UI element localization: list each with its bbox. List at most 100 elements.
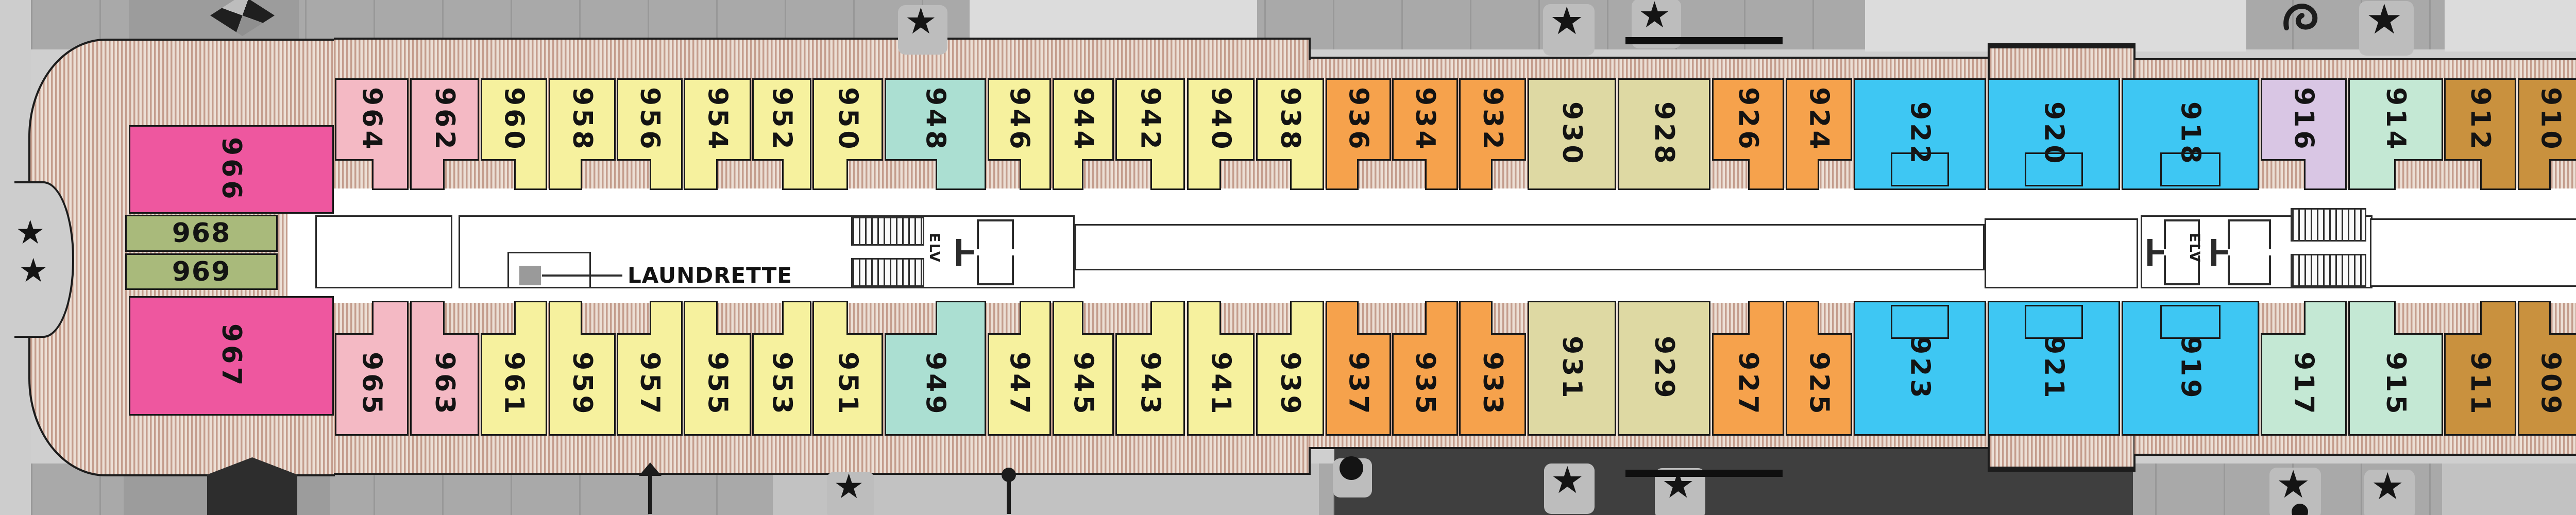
cabin-955[interactable]: 955 [684, 333, 751, 436]
cabin-number: 916 [2288, 87, 2319, 152]
antenna-arrow-icon [639, 462, 662, 476]
cabin-930[interactable]: 930 [1528, 78, 1616, 190]
cabin-941[interactable]: 941 [1187, 333, 1255, 436]
cabin-920[interactable]: 920 [1988, 78, 2120, 190]
cabin-957[interactable]: 957 [617, 333, 683, 436]
cabin-953[interactable]: 953 [752, 333, 811, 436]
cabin-number: 937 [1343, 352, 1374, 417]
icon-backing [2364, 470, 2415, 515]
fwd-stairs [2291, 208, 2366, 287]
cabin-934[interactable]: 934 [1392, 78, 1458, 161]
cabin-946[interactable]: 946 [988, 78, 1051, 161]
cabin-923[interactable]: 923 [1854, 301, 1986, 436]
cabin-932[interactable]: 932 [1459, 78, 1526, 161]
cabin-925[interactable]: 925 [1786, 333, 1852, 436]
cabin-number: 930 [1556, 101, 1587, 167]
cabin-921[interactable]: 921 [1988, 301, 2120, 436]
cabin-927[interactable]: 927 [1712, 333, 1784, 436]
cabin-959[interactable]: 959 [549, 333, 616, 436]
cabin-924[interactable]: 924 [1786, 78, 1852, 161]
fwd-elevator-handle-2-stem [2216, 250, 2228, 254]
cabin-966[interactable]: 966 [129, 125, 334, 214]
cabin-950-entry [812, 159, 848, 190]
cabin-918[interactable]: 918 [2122, 78, 2259, 190]
cabin-number: 926 [1733, 87, 1764, 152]
cabin-909[interactable]: 909 [2518, 333, 2576, 436]
cabin-912[interactable]: 912 [2444, 78, 2516, 161]
cabin-number: 954 [702, 87, 733, 152]
cabin-number: 931 [1556, 335, 1587, 401]
cabin-960[interactable]: 960 [481, 78, 547, 161]
cabin-number: 956 [634, 87, 665, 152]
bulwark-bar [1625, 37, 1783, 44]
cabin-952[interactable]: 952 [752, 78, 811, 161]
cabin-947[interactable]: 947 [988, 333, 1051, 436]
cabin-956[interactable]: 956 [617, 78, 683, 161]
cabin-958[interactable]: 958 [549, 78, 616, 161]
cabin-number: 944 [1067, 87, 1099, 152]
cabin-number: 951 [832, 352, 863, 417]
cabin-929[interactable]: 929 [1618, 301, 1710, 436]
cabin-942[interactable]: 942 [1115, 78, 1185, 161]
cabin-944[interactable]: 944 [1053, 78, 1114, 161]
cabin-928[interactable]: 928 [1618, 78, 1710, 190]
cabin-965[interactable]: 965 [335, 333, 409, 436]
dot-icon [2292, 504, 2308, 515]
cabin-916[interactable]: 916 [2261, 78, 2347, 161]
cabin-936[interactable]: 936 [1326, 78, 1391, 161]
cabin-951[interactable]: 951 [812, 333, 883, 436]
cabin-963[interactable]: 963 [410, 333, 479, 436]
silhouette-gap-top-3 [2445, 0, 2576, 52]
cabin-911-entry [2480, 301, 2516, 335]
cabin-926[interactable]: 926 [1712, 78, 1784, 161]
cabin-967[interactable]: 967 [129, 296, 334, 416]
cabin-931[interactable]: 931 [1528, 301, 1616, 436]
cabin-962[interactable]: 962 [410, 78, 479, 161]
cabin-945[interactable]: 945 [1053, 333, 1114, 436]
cabin-919[interactable]: 919 [2122, 301, 2259, 436]
cabin-917[interactable]: 917 [2261, 333, 2347, 436]
cabin-915[interactable]: 915 [2348, 333, 2443, 436]
star-icon: ★ [2276, 462, 2311, 507]
cabin-number: 936 [1343, 87, 1374, 152]
laundrette-leader-line [542, 274, 622, 277]
cabin-number: 943 [1134, 352, 1166, 417]
star-icon: ★ [2371, 465, 2404, 508]
cabin-964[interactable]: 964 [335, 78, 409, 161]
cabin-949-entry [935, 301, 986, 335]
cabin-910[interactable]: 910 [2518, 78, 2576, 161]
fwd-elevator-handle-2 [2211, 239, 2216, 266]
cabin-number: 960 [498, 87, 530, 152]
cabin-962-entry [410, 159, 445, 190]
cabin-933[interactable]: 933 [1459, 333, 1526, 436]
cabin-914[interactable]: 914 [2348, 78, 2443, 161]
cabin-933-entry [1459, 301, 1493, 335]
cabin-922[interactable]: 922 [1854, 78, 1986, 190]
cabin-949[interactable]: 949 [885, 333, 986, 436]
cabin-954[interactable]: 954 [684, 78, 751, 161]
cabin-911[interactable]: 911 [2444, 333, 2516, 436]
cabin-939[interactable]: 939 [1256, 333, 1324, 436]
star-icon: ★ [2366, 0, 2403, 43]
cabin-937[interactable]: 937 [1326, 333, 1391, 436]
cabin-number: 939 [1275, 352, 1306, 417]
cabin-938[interactable]: 938 [1256, 78, 1324, 161]
cabin-961[interactable]: 961 [481, 333, 547, 436]
cabin-925-entry [1786, 301, 1819, 335]
stairs-landing [851, 244, 924, 260]
star-icon: ★ [15, 214, 45, 252]
cabin-number: 953 [766, 352, 798, 417]
cabin-950[interactable]: 950 [812, 78, 883, 161]
cabin-942-entry [1150, 159, 1185, 190]
cabin-940[interactable]: 940 [1187, 78, 1255, 161]
cabin-943[interactable]: 943 [1115, 333, 1185, 436]
cabin-943-entry [1150, 301, 1185, 335]
cabin-948[interactable]: 948 [885, 78, 986, 161]
cabin-968[interactable]: 968 [125, 215, 278, 252]
icon-backing [1543, 4, 1595, 56]
cabin-935[interactable]: 935 [1392, 333, 1458, 436]
cabin-number: 948 [920, 87, 951, 152]
cabin-number: 965 [356, 352, 387, 417]
cabin-number: 940 [1205, 87, 1236, 152]
cabin-969[interactable]: 969 [125, 253, 278, 290]
